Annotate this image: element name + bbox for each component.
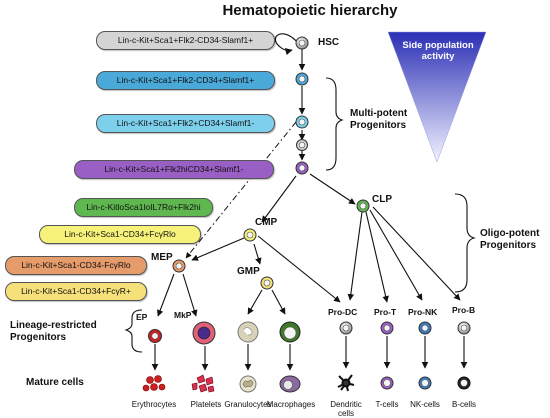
mkp-cell (192, 321, 216, 345)
mkp-label: MkP (174, 310, 192, 320)
b-cells-label: B-cells (451, 400, 476, 409)
ep-cell (148, 329, 162, 343)
diagram-title: Hematopoietic hierarchy (222, 2, 398, 19)
pro-t-cell (380, 321, 394, 335)
gmp-cell (260, 276, 274, 290)
marker-hsc: Lin-c-Kit+Sca1+Flk2-CD34-Slamf1+ (96, 31, 275, 50)
marker-st-mpp: Lin-c-Kit+Sca1+Flk2+CD34+Slamf1- (96, 114, 275, 133)
cmp-cell (243, 228, 257, 242)
hsc-cell (295, 36, 309, 50)
macrophage-progenitor-cell (279, 321, 301, 343)
erythrocytes-label: Erythrocytes (131, 400, 177, 409)
hsc-label: HSC (318, 37, 340, 48)
clp-label: CLP (372, 194, 392, 205)
marker-lmpp: Lin-c-Kit+Sca1+Flk2hiCD34+Slamf1- (74, 160, 274, 179)
platelets-icon (191, 374, 215, 393)
marker-lt-mpp: Lin-c-Kit+Sca1+Flk2-CD34+Slamf1+ (96, 71, 275, 90)
t-cells-icon (380, 376, 394, 390)
t-cells-label: T-cells (375, 400, 399, 409)
self-renewal-arrow (274, 33, 299, 56)
multipotent-label: Multi-potent Progenitors (350, 108, 408, 131)
granulocyte-progenitor-cell (237, 321, 259, 343)
multipotent-bracket (325, 77, 344, 171)
macrophages-icon (279, 375, 301, 393)
dendritic-cells-label: Dendritic cells (330, 400, 362, 418)
mep-label: MEP (151, 252, 173, 263)
lt-mpp-cell (295, 72, 309, 86)
mpp-cell-3 (296, 139, 308, 151)
ep-label: EP (136, 312, 148, 322)
mature-cells-label: Mature cells (26, 377, 84, 388)
macrophages-label: Macrophages (266, 400, 316, 409)
lmpp-cell (295, 161, 309, 175)
marker-mep: Lin-c-Kit+Sca1-CD34-FcγRlo (5, 256, 147, 275)
pro-dc-label: Pro-DC (328, 307, 358, 317)
side-population-triangle (387, 31, 487, 163)
pro-b-cell (457, 321, 471, 335)
cmp-label: CMP (255, 217, 278, 228)
marker-cmp: Lin-c-Kit+Sca1-CD34+FcγRlo (39, 225, 201, 244)
oligopotent-bracket (454, 193, 476, 293)
nk-cells-icon (418, 376, 432, 390)
st-mpp-cell (295, 115, 309, 129)
pro-t-label: Pro-T (374, 307, 397, 317)
b-cells-icon (457, 376, 471, 390)
oligopotent-label: Oligo-potent Progenitors (480, 228, 540, 251)
mep-cell (172, 259, 186, 273)
clp-cell (356, 199, 370, 213)
lineage-bracket (124, 309, 143, 353)
granulocytes-icon (239, 375, 257, 393)
marker-clp: Lin-c-KitloSca1loIL7Rα+Flk2hi (74, 198, 213, 217)
marker-gmp: Lin-c-Kit+Sca1-CD34+FcγR+ (5, 282, 147, 301)
pro-dc-cell (339, 321, 353, 335)
nk-cells-label: NK-cells (410, 400, 440, 409)
lineage-restricted-label: Lineage-restricted Progenitors (10, 320, 97, 343)
pro-nk-label: Pro-NK (408, 307, 438, 317)
gmp-label: GMP (237, 266, 260, 277)
side-population-label: Side population activity (402, 40, 474, 62)
dendritic-cells-icon (337, 374, 355, 392)
erythrocytes-icon (142, 375, 166, 392)
platelets-label: Platelets (190, 400, 222, 409)
pro-b-label: Pro-B (452, 305, 476, 315)
pro-nk-cell (418, 321, 432, 335)
granulocytes-label: Granulocytes (224, 400, 272, 409)
